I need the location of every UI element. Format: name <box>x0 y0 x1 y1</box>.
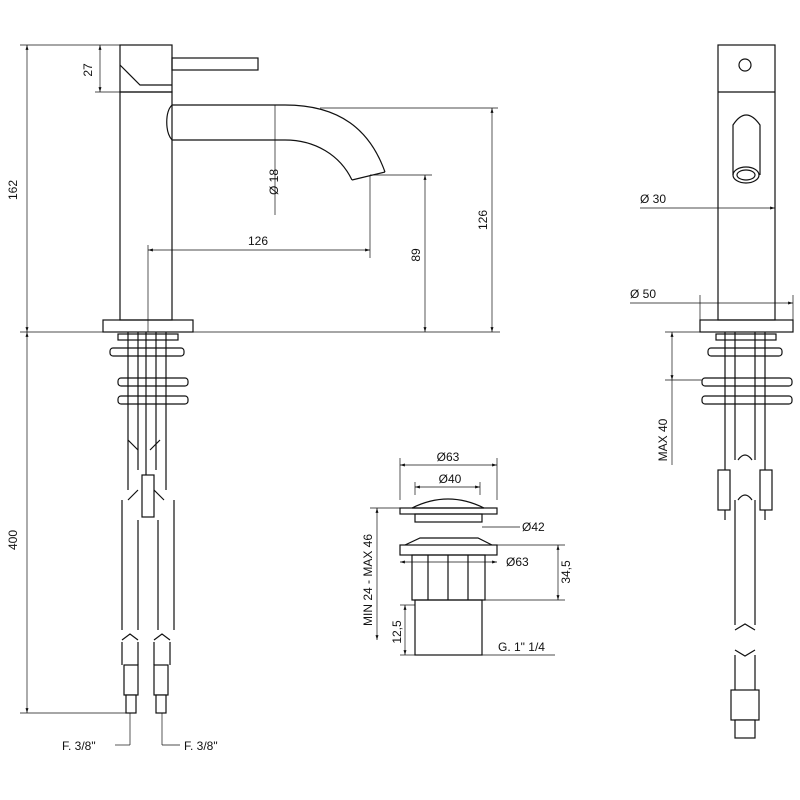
side-mounting-kit <box>701 332 793 739</box>
dim-drain-body-height: 34,5 <box>559 560 573 584</box>
dim-drain-cap-diameter: Ø40 <box>439 472 462 486</box>
dim-drain-hole-diameter: Ø42 <box>522 520 545 534</box>
dim-spout-reach: 126 <box>248 234 268 248</box>
connector-label-right: F. 3/8" <box>184 739 218 753</box>
drain-view: Ø63 Ø40 Ø42 Ø63 MIN 24 - MAX 46 12,5 34,… <box>361 450 573 656</box>
dim-drain-thread-size: G. 1" 1/4 <box>498 640 545 654</box>
aerator <box>732 166 760 184</box>
dim-drain-thread-length: 12,5 <box>390 620 404 644</box>
dim-drain-top-diameter: Ø63 <box>437 450 460 464</box>
side-view: Ø 30 Ø 50 MAX 40 <box>630 44 794 739</box>
dim-spout-top-height: 126 <box>476 210 490 230</box>
dim-drain-flange-diameter: Ø63 <box>506 555 529 569</box>
body <box>119 91 173 321</box>
spout <box>172 104 386 173</box>
dim-max-deck-thickness: MAX 40 <box>656 418 670 461</box>
dim-total-height: 162 <box>6 180 20 200</box>
dim-spout-diameter: Ø 18 <box>267 169 281 195</box>
dim-base-diameter: Ø 50 <box>630 287 656 301</box>
dim-outlet-height: 89 <box>409 248 423 262</box>
connector-label-left: F. 3/8" <box>62 739 96 753</box>
dim-drain-adjustment-range: MIN 24 - MAX 46 <box>361 534 375 626</box>
front-view: 162 400 27 Ø 18 126 89 126 F. 3/8" F. 3/… <box>6 44 500 753</box>
dim-body-diameter: Ø 30 <box>640 192 666 206</box>
lever <box>171 57 259 71</box>
handle-hole <box>738 58 752 72</box>
mounting-kit <box>109 332 189 745</box>
dim-hose-length: 400 <box>6 530 20 550</box>
dim-handle-height: 27 <box>81 63 95 77</box>
